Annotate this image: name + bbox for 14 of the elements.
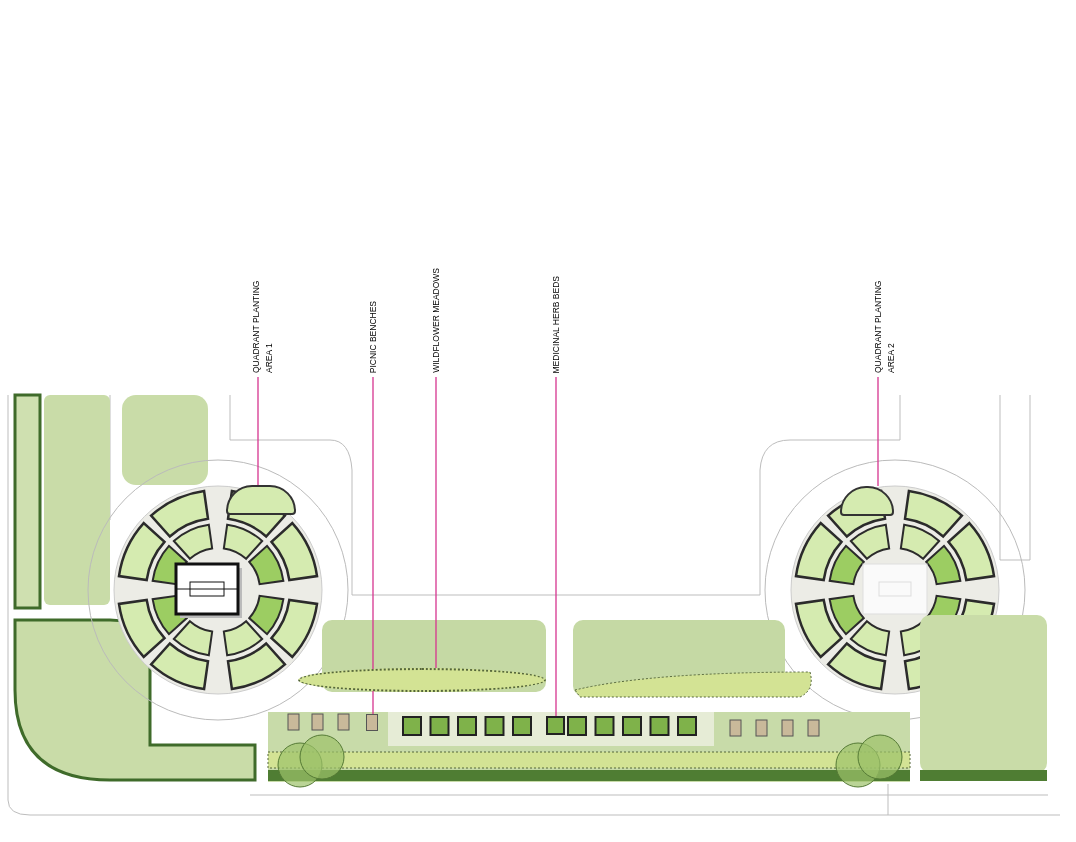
leader-line xyxy=(372,376,374,715)
callout-label: MEDICINAL HERB BEDS xyxy=(550,275,562,373)
callout-label: WILDFLOWER MEADOWS xyxy=(430,268,442,373)
leader-line xyxy=(257,376,259,486)
callout-label: QUADRANT PLANTING AREA 2 xyxy=(872,279,897,373)
planting-bed xyxy=(840,486,894,516)
leader-line xyxy=(555,376,557,717)
herb-bed xyxy=(546,716,565,735)
leader-line xyxy=(877,376,879,487)
picnic-bench xyxy=(366,714,378,731)
leader-line xyxy=(435,376,437,669)
callout-label: QUADRANT PLANTING AREA 1 xyxy=(250,279,275,373)
planting-bed xyxy=(226,485,296,515)
callout-label: PICNIC BENCHES xyxy=(367,300,379,373)
